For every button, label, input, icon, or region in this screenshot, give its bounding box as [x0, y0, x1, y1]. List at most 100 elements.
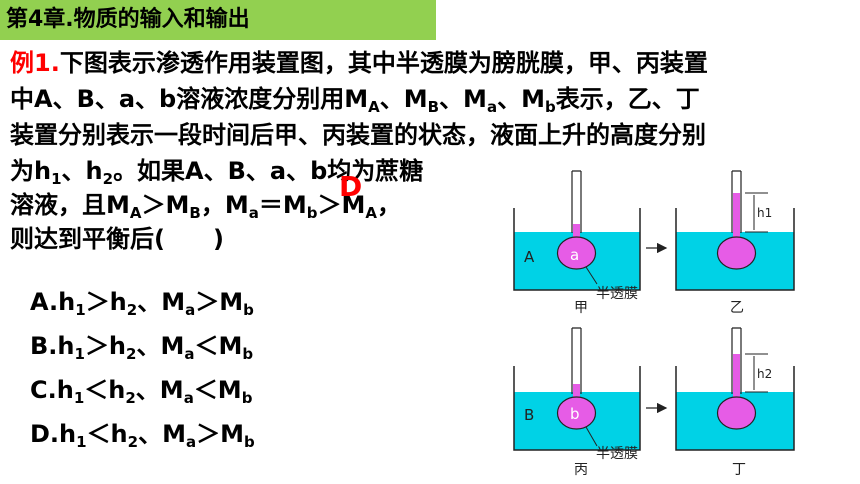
text-run: ＜h: [84, 376, 126, 404]
subscript: b: [242, 345, 254, 363]
height-label-h1: h1: [757, 206, 772, 220]
text-run: 、M: [138, 420, 186, 448]
tube-liquid: [573, 224, 580, 240]
text-run: 、M: [439, 85, 487, 113]
question-label: 例1.: [10, 49, 60, 77]
subscript: a: [486, 98, 498, 116]
text-run: 、M: [137, 288, 186, 316]
chapter-title: 第4章.物质的输入和输出: [6, 7, 250, 32]
membrane-bag: [716, 236, 757, 270]
apparatus-bing: B b 半透膜 丙: [513, 327, 641, 478]
option-a[interactable]: A.h1＞h2、Ma＞Mb: [30, 282, 254, 319]
osmosis-diagram: A a 半透膜 甲 h1 乙 B b 半透膜 丙: [513, 170, 795, 478]
caption-bing: 丙: [574, 462, 588, 478]
text-run: ，M: [200, 191, 249, 219]
question-line-5: 溶液，且MA＞MB，Ma＝Mb＞MA，: [10, 188, 401, 225]
subscript: 2: [126, 345, 137, 363]
caption-jia: 甲: [574, 300, 588, 316]
question-line-1: 例1.下图表示渗透作用装置图，其中半透膜为膀胱膜，甲、丙装置: [10, 46, 708, 80]
apparatus-ding: h2 丁: [675, 327, 795, 478]
text-run: 溶液，且M: [10, 191, 130, 219]
membrane-pointer: [585, 266, 598, 285]
tube-liquid: [573, 384, 580, 400]
subscript: b: [306, 204, 318, 222]
subscript: 2: [127, 433, 139, 451]
option-c[interactable]: C.h1＜h2、Ma＜Mb: [30, 370, 253, 407]
text-run: 、M: [379, 85, 428, 113]
membrane-pointer: [585, 426, 598, 447]
tube-liquid: [733, 193, 740, 240]
caption-yi: 乙: [730, 300, 744, 316]
question-line-1-text: 下图表示渗透作用装置图，其中半透膜为膀胱膜，甲、丙装置: [59, 49, 708, 77]
text-run: 中A、B、a、b溶液浓度分别用M: [10, 85, 369, 113]
subscript: a: [184, 345, 195, 363]
beaker-outline: [513, 366, 641, 451]
subscript: 1: [73, 389, 85, 407]
text-run: 、M: [497, 85, 545, 113]
text-run: 为h: [10, 157, 52, 185]
inner-solution-label: b: [570, 405, 580, 423]
subscript: 1: [75, 301, 86, 319]
text-run: ＞M: [196, 420, 244, 448]
inner-solution-label: a: [570, 246, 579, 264]
membrane-bag: [556, 396, 597, 430]
text-run: ＞M: [317, 191, 366, 219]
text-run: 。如果A、B、a、b均为蔗糖: [113, 157, 424, 185]
subscript: a: [248, 204, 259, 222]
option-d[interactable]: D.h1＜h2、Ma＞Mb: [30, 414, 255, 451]
subscript: a: [183, 389, 194, 407]
subscript: B: [427, 98, 440, 116]
apparatus-yi: h1 乙: [675, 170, 795, 316]
thin-tube: [571, 170, 582, 233]
subscript: B: [189, 204, 201, 222]
apparatus-jia: A a 半透膜 甲: [513, 170, 641, 316]
answer-mark: D: [339, 170, 363, 203]
subscript: b: [544, 98, 556, 116]
text-run: ＜h: [86, 420, 128, 448]
subscript: a: [185, 301, 196, 319]
text-run: ＜M: [193, 376, 242, 404]
text-run: ＞M: [141, 191, 190, 219]
subscript: A: [368, 98, 380, 116]
question-line-4: 为h1、h2。如果A、B、a、b均为蔗糖: [10, 154, 423, 191]
text-run: ＜M: [194, 332, 243, 360]
caption-ding: 丁: [732, 462, 746, 478]
beaker-outline: [513, 208, 641, 291]
subscript: b: [241, 389, 253, 407]
subscript: b: [244, 433, 255, 451]
text-run: B.h: [30, 332, 75, 360]
subscript: A: [129, 204, 142, 222]
text-run: ＝M: [258, 191, 307, 219]
chapter-banner: [0, 0, 436, 40]
height-label-h2: h2: [757, 367, 772, 381]
beaker-outline: [675, 366, 795, 451]
membrane-label: 半透膜: [596, 286, 638, 302]
text-run: C.h: [30, 376, 74, 404]
subscript: 1: [74, 345, 85, 363]
question-line-6: 则达到平衡后( ): [10, 225, 224, 253]
text-run: 表示，乙、丁: [555, 85, 700, 113]
option-b[interactable]: B.h1＞h2、Ma＜Mb: [30, 326, 254, 363]
text-run: D.h: [30, 420, 77, 448]
membrane-bag: [716, 396, 757, 430]
text-run: A.h: [30, 288, 76, 316]
text-run: ＞h: [84, 332, 127, 360]
question-line-2: 中A、B、a、b溶液浓度分别用MA、MB、Ma、Mb表示，乙、丁: [10, 82, 700, 119]
thin-tube: [731, 170, 742, 233]
beaker-outline: [675, 208, 795, 291]
text-run: ＞h: [85, 288, 127, 316]
subscript: A: [365, 204, 377, 222]
membrane-bag: [556, 236, 597, 270]
membrane-label: 半透膜: [596, 446, 638, 462]
thin-tube: [731, 327, 742, 394]
outer-solution-label: B: [524, 406, 534, 424]
tube-liquid: [733, 354, 740, 400]
text-run: 、h: [61, 157, 103, 185]
text-run: 、M: [136, 332, 185, 360]
subscript: b: [243, 301, 254, 319]
text-run: ＞M: [195, 288, 244, 316]
outer-solution-label: A: [524, 248, 535, 266]
text-run: 、M: [135, 376, 184, 404]
question-line-3: 装置分别表示一段时间后甲、丙装置的状态，液面上升的高度分别: [10, 121, 706, 149]
subscript: 2: [102, 170, 114, 188]
